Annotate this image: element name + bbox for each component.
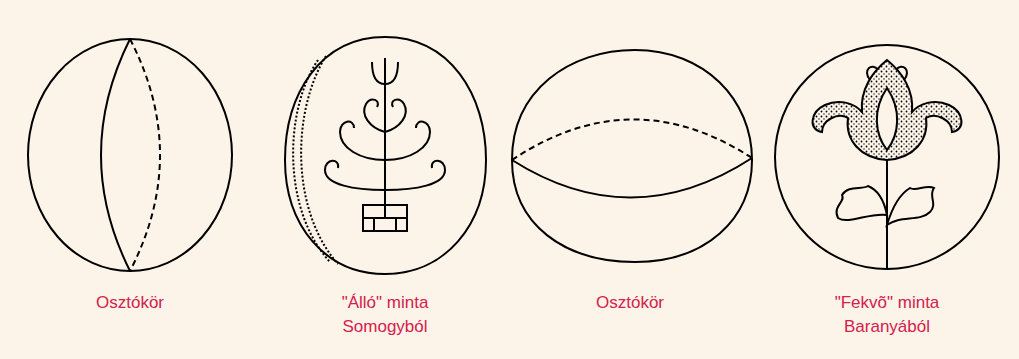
egg-lying-pattern [775,45,999,269]
egg-standing-pattern [285,37,486,274]
egg-horizontal-division [512,50,752,262]
caption: "Álló" minta Somogyból [320,291,450,339]
egg-vertical-division [28,39,232,271]
caption: "Fekvõ" minta Baranyából [822,291,952,339]
caption: Osztókör [565,291,695,315]
caption: Osztókör [65,291,195,315]
